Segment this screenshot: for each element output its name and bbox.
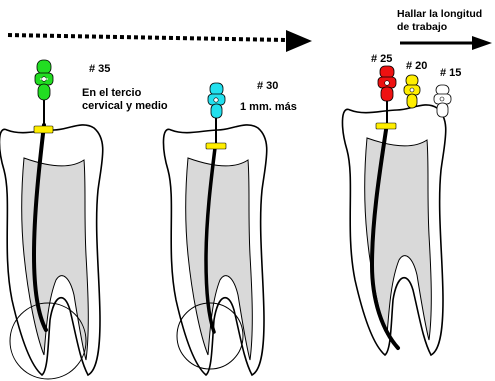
tooth-2 (163, 125, 266, 375)
rubber-stopper-1 (34, 126, 53, 133)
rubber-stopper-3 (376, 123, 396, 129)
tooth-3 (342, 105, 445, 355)
endo-file-handle-20 (404, 75, 420, 108)
file-label-15: # 15 (440, 67, 461, 80)
solid-arrow (400, 36, 492, 50)
file-label-30: # 30 (257, 80, 278, 93)
file-label-35: # 35 (89, 63, 110, 76)
note-step1-line2: cervical y medio (82, 100, 168, 113)
dotted-arrow (8, 30, 312, 52)
file-label-20: # 20 (406, 60, 427, 73)
note-step2: 1 mm. más (240, 101, 297, 114)
rubber-stopper-2 (206, 143, 226, 149)
file-label-25: # 25 (371, 53, 392, 66)
note-step1-line1: En el tercio (82, 87, 141, 100)
header-line-2: de trabajo (397, 21, 447, 34)
tooth-1 (0, 125, 103, 375)
header-line-1: Hallar la longitud (397, 8, 482, 21)
